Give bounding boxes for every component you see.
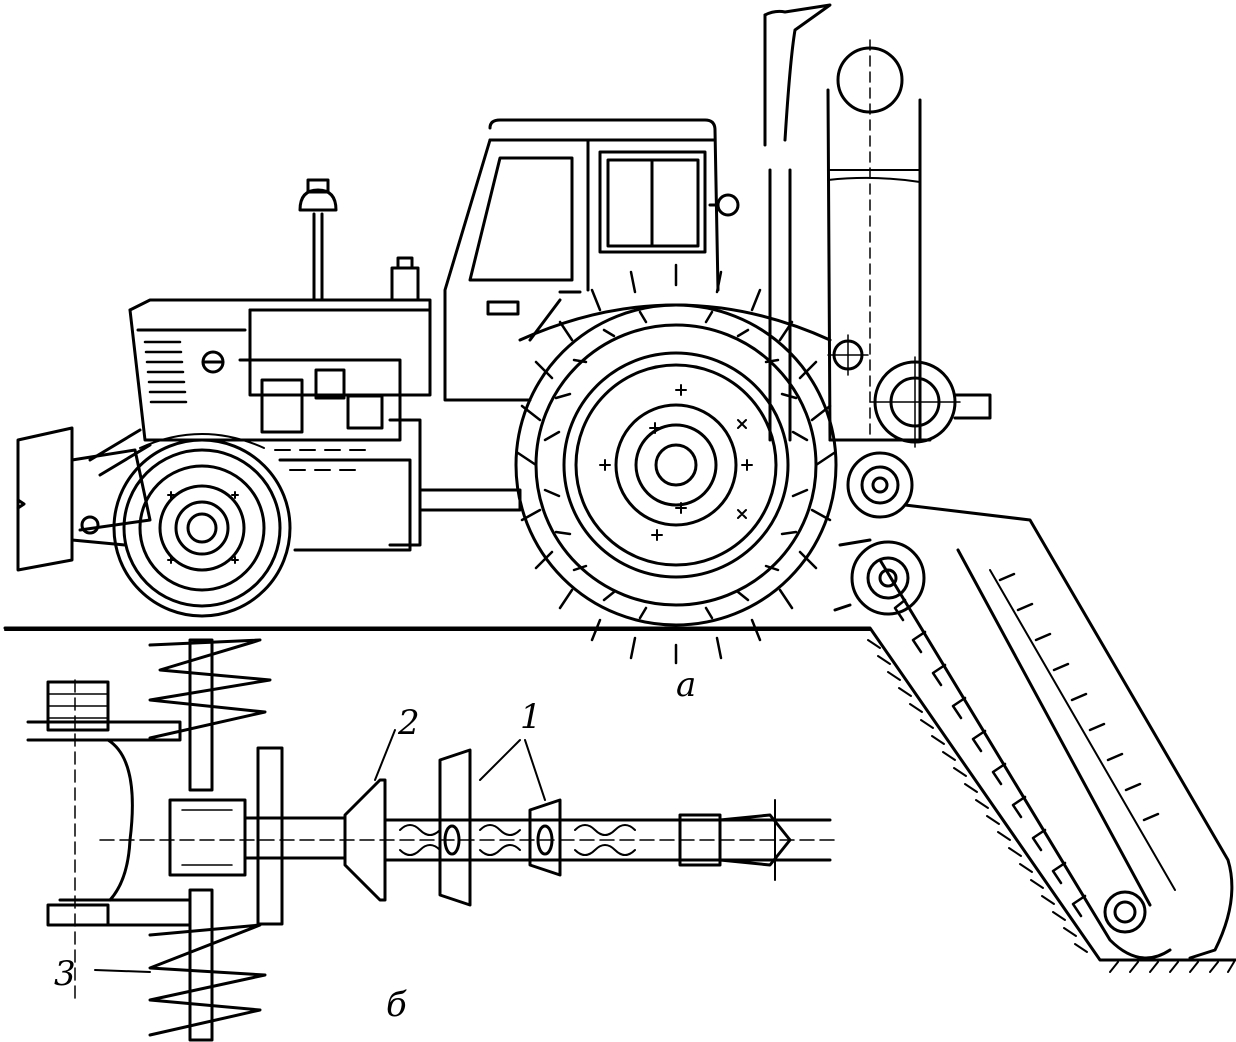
callout-3: 3 (54, 954, 76, 994)
plan-drive-shaft (99, 746, 836, 926)
ground-line (3, 626, 1236, 962)
callout-1: 1 (520, 697, 542, 737)
front-blade (16, 426, 152, 572)
rear-wheel (514, 298, 838, 627)
radiator-grille (143, 340, 188, 404)
air-filter (390, 256, 420, 302)
cab-door-handle (486, 290, 582, 316)
drive-pulley (827, 334, 992, 448)
part-label-b: б (386, 985, 407, 1025)
soil-hatching (867, 639, 1235, 973)
tractor-hood (128, 298, 432, 442)
mirror (708, 193, 740, 217)
chain-buckets (893, 572, 1160, 918)
spoil-chute (763, 3, 832, 147)
auger-upper (148, 638, 272, 792)
rear-wheel-bolts (599, 384, 753, 541)
front-wheel (112, 433, 292, 618)
tractor-cab (443, 118, 720, 402)
cab-door-window (468, 156, 574, 282)
engine-block (238, 358, 522, 552)
headlight (201, 350, 225, 374)
chain-sprocket-plan (343, 748, 832, 907)
upper-boom-frame (768, 39, 922, 442)
auger-lower (148, 888, 267, 1042)
callout-2: 2 (398, 703, 420, 743)
exhaust-pipe (298, 178, 338, 302)
part-label-a: а (676, 665, 697, 705)
digging-boom (878, 503, 1234, 960)
tension-roller (833, 538, 926, 616)
leader-lines (94, 729, 546, 973)
cab-side-window (598, 150, 707, 254)
main-drive-sprocket (828, 438, 932, 519)
